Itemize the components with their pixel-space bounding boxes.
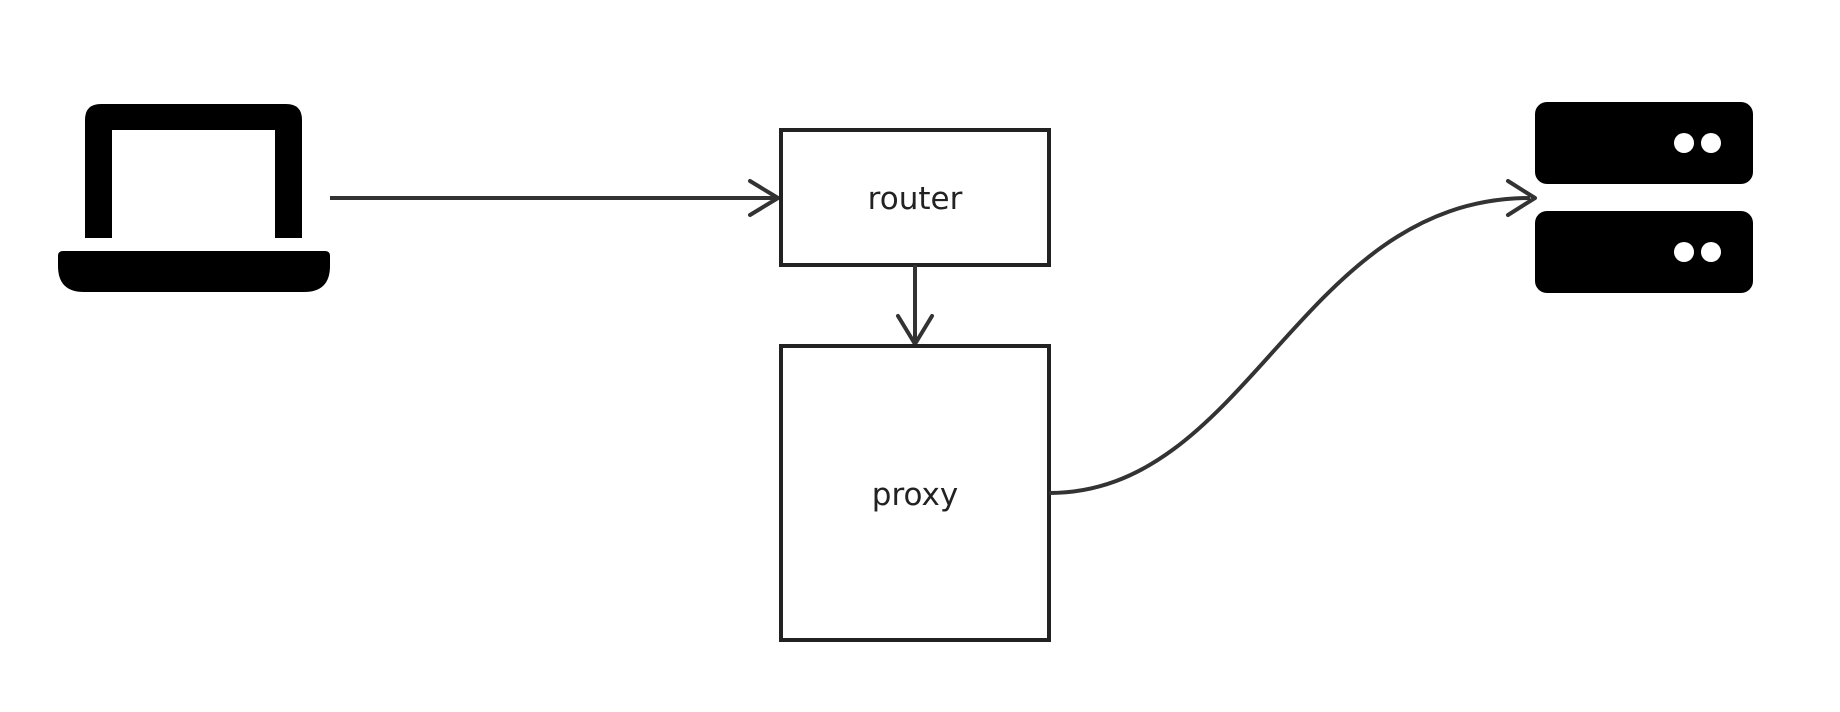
server-stack-icon bbox=[1535, 102, 1753, 293]
server-light bbox=[1674, 133, 1694, 153]
proxy-label: proxy bbox=[872, 477, 958, 513]
server-unit-top bbox=[1535, 102, 1753, 184]
laptop-icon bbox=[58, 104, 330, 292]
edge-router-proxy bbox=[896, 265, 934, 346]
server-unit-bottom bbox=[1535, 211, 1753, 293]
server-light bbox=[1701, 133, 1721, 153]
router-label: router bbox=[868, 181, 963, 217]
server-light bbox=[1674, 242, 1694, 262]
edge-proxy-servers bbox=[1048, 179, 1537, 495]
edge-client-router bbox=[330, 179, 780, 217]
router-node: router bbox=[779, 128, 1051, 267]
proxy-node: proxy bbox=[779, 344, 1051, 642]
server-light bbox=[1701, 242, 1721, 262]
